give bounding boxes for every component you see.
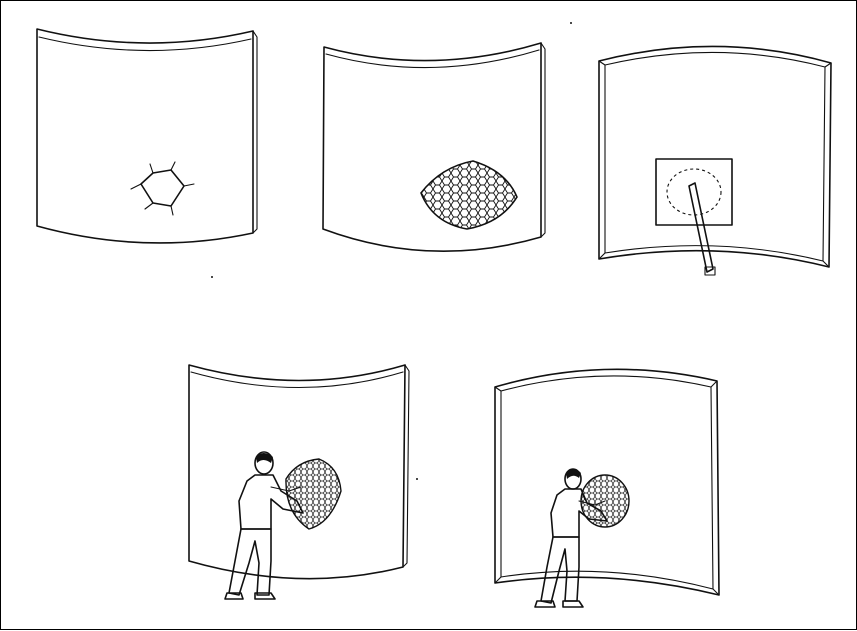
mesh-patch-icon: [421, 161, 517, 229]
speck-marks: [211, 22, 572, 480]
probe-icon: [689, 183, 715, 275]
panel-patch-mesh: [323, 43, 545, 251]
panel-probe: [599, 46, 831, 275]
wall-panel: [37, 29, 253, 243]
wall-panel: [599, 46, 831, 267]
mesh-patch-icon: [286, 459, 341, 529]
panel-damage: [37, 29, 257, 243]
wall-panel: [323, 43, 541, 251]
panel-repair-worker-second: [495, 369, 719, 607]
crack-icon: [131, 162, 194, 215]
panel-repair-worker: [189, 365, 409, 599]
